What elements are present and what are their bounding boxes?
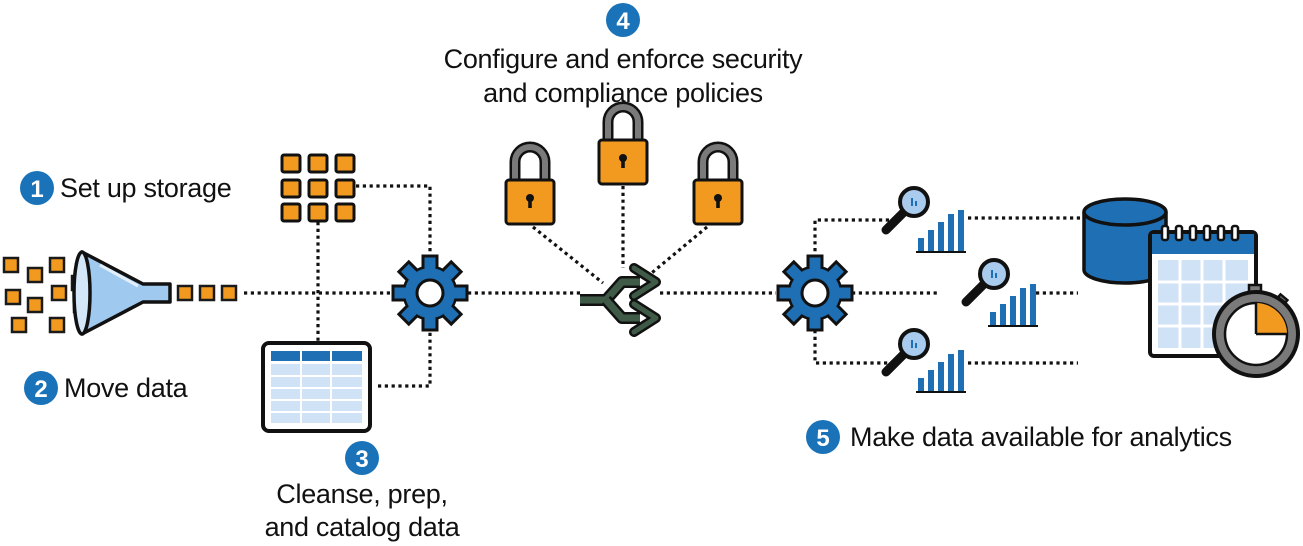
step-1: 1 Set up storage xyxy=(20,171,232,205)
funnel-icon xyxy=(72,250,172,336)
step-1-badge xyxy=(20,171,54,205)
step-4-number: 4 xyxy=(616,8,630,35)
split-arrows-icon xyxy=(580,263,661,337)
stopwatch-icon xyxy=(1212,283,1300,378)
step-1-number: 1 xyxy=(30,176,43,203)
padlock-icon xyxy=(506,147,554,224)
step-4-label-line-1: Configure and enforce security xyxy=(444,44,804,74)
gear-icon xyxy=(391,254,469,332)
magnifier-icon xyxy=(966,260,1008,302)
step-5-number: 5 xyxy=(816,425,829,452)
step-3-label-line-1: Cleanse, prep, xyxy=(276,479,447,509)
step-3-number: 3 xyxy=(355,446,368,473)
magnifier-icon xyxy=(886,330,928,372)
connector-lines xyxy=(244,184,1084,388)
step-3-label-line-2: and catalog data xyxy=(265,512,461,542)
step-5-label: Make data available for analytics xyxy=(850,422,1232,452)
gear-icon xyxy=(776,254,854,332)
step-2-badge xyxy=(24,371,58,405)
bar-chart-icon xyxy=(915,209,967,253)
step-5-badge xyxy=(806,420,840,454)
step-3-badge xyxy=(345,441,379,475)
step-5: 5 Make data available for analytics xyxy=(806,420,1232,454)
step-1-label: Set up storage xyxy=(60,173,231,203)
grid-icon xyxy=(280,153,356,223)
moving-data-blocks xyxy=(176,284,238,302)
padlock-icon xyxy=(599,107,647,184)
database-icon xyxy=(1082,197,1168,285)
step-3: 3 Cleanse, prep, and catalog data xyxy=(265,441,461,542)
step-2-number: 2 xyxy=(34,376,47,403)
step-2: 2 Move data xyxy=(24,371,189,405)
step-4-badge xyxy=(606,3,640,37)
padlock-icon xyxy=(694,147,742,224)
bar-chart-icon xyxy=(987,283,1039,327)
table-icon xyxy=(261,341,372,433)
magnifier-icon xyxy=(886,188,928,230)
step-2-label: Move data xyxy=(64,373,189,403)
step-4: 4 Configure and enforce security and com… xyxy=(444,3,804,108)
